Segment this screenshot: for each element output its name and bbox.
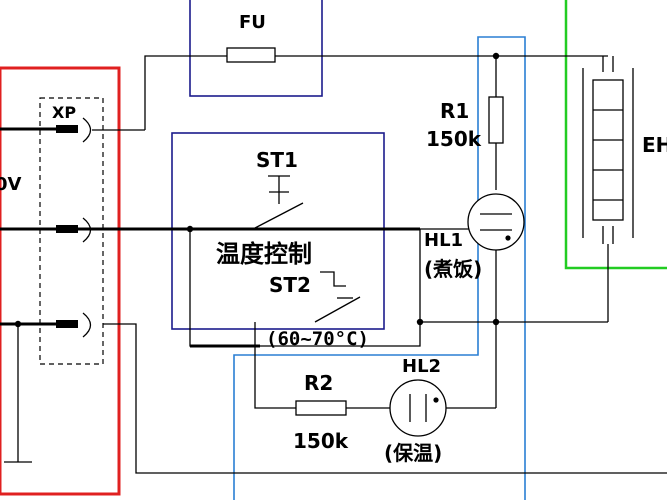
fuse-label: FU (239, 12, 266, 33)
socket-plug-1 (0, 117, 145, 143)
fuse-symbol (226, 47, 276, 63)
st2-label: ST2 (269, 273, 311, 297)
fuse-highlight-box (189, 0, 323, 97)
indicator-highlight-box (233, 36, 526, 500)
heater-label: EH (642, 133, 667, 157)
r1-value: 150k (426, 127, 482, 151)
temp-control-label: 温度控制 (216, 240, 312, 268)
temp-control-highlight-box (171, 132, 385, 330)
socket-plug-3 (0, 312, 92, 338)
st1-label: ST1 (256, 148, 298, 172)
heater-highlight-box (564, 0, 667, 270)
red-highlight-box (0, 66, 121, 496)
ground-symbol (4, 324, 32, 463)
st1-switch (254, 175, 304, 229)
hl2-lamp (389, 379, 447, 437)
heater-element (582, 56, 634, 322)
hl1-label: HL1 (424, 230, 463, 251)
r2-label: R2 (304, 371, 333, 395)
hl2-label: HL2 (402, 356, 441, 377)
st2-switch (314, 271, 361, 323)
socket-label: XP (52, 103, 76, 122)
socket-xp-outline (39, 97, 104, 365)
st2-range-label: (60~70°C) (266, 328, 369, 350)
r2-value: 150k (293, 429, 349, 453)
voltage-label: 0V (0, 174, 22, 195)
hl1-desc: (煮饭) (424, 257, 482, 281)
r1-resistor (488, 96, 504, 144)
r1-label: R1 (440, 99, 469, 123)
hl2-desc: (保温) (384, 441, 442, 465)
hl1-lamp (467, 193, 525, 251)
r2-resistor (295, 400, 347, 416)
